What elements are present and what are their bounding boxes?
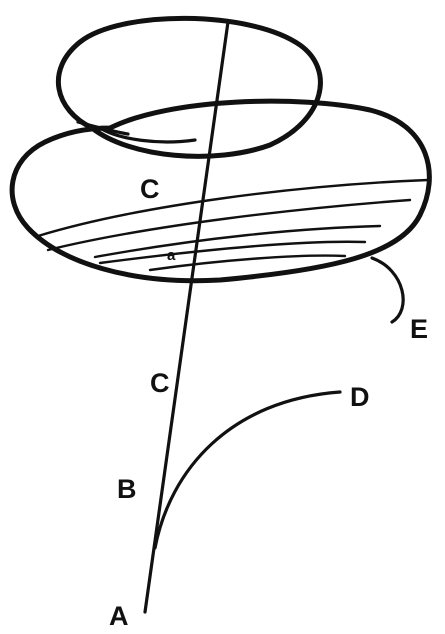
label-small-a: a [167,247,176,264]
curve-to-d [153,390,342,550]
label-b: B [117,474,137,504]
label-e: E [410,314,428,344]
label-a: A [109,601,129,631]
hook-to-e [370,256,405,324]
upper-inner-arc [98,126,197,144]
label-c-stem: C [150,368,170,398]
disc-band-2 [46,198,412,252]
disc-band-4 [98,240,367,265]
main-axis-line [143,20,230,614]
label-d: D [350,382,370,412]
upper-ellipse [55,15,323,159]
disc-band-3 [93,224,382,259]
disc-band-1 [36,178,430,238]
lower-disc [9,98,432,284]
label-c-disc: C [140,174,160,204]
disc-band-5 [148,254,347,272]
left-overlap-stroke [76,120,130,136]
